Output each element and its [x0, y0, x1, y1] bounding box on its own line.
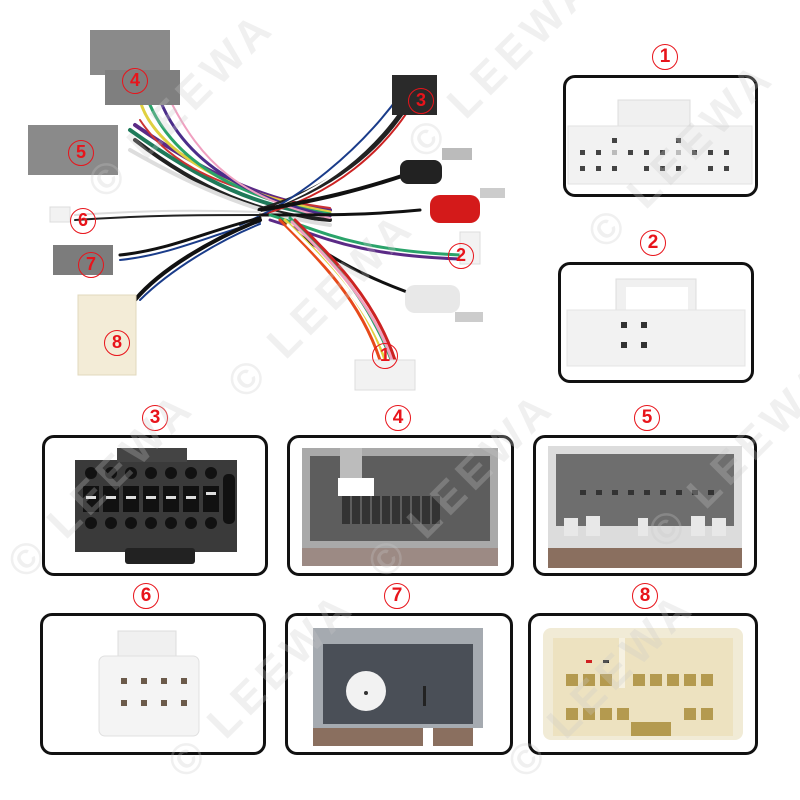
gray-24pin-connector-image — [548, 446, 742, 568]
panel-number-7: 7 — [384, 583, 410, 609]
harness-label-6: 6 — [70, 208, 96, 234]
connector-panel-3 — [42, 435, 268, 576]
connector-panel-4 — [287, 435, 514, 576]
connector-panel-1 — [563, 75, 758, 197]
harness-label-5: 5 — [68, 140, 94, 166]
panel-number-8: 8 — [632, 583, 658, 609]
connector-panel-7 — [285, 613, 513, 755]
connector-panel-2 — [558, 262, 754, 383]
panel-number-3: 3 — [142, 405, 168, 431]
harness-label-8: 8 — [104, 330, 130, 356]
panel-number-5: 5 — [634, 405, 660, 431]
cream-16pin-connector-image — [543, 628, 743, 740]
harness-label-4: 4 — [122, 68, 148, 94]
connector-panel-5 — [533, 435, 757, 576]
white-16pin-connector-image — [566, 278, 746, 367]
gray-20pin-connector-image — [302, 448, 498, 566]
panel-number-2: 2 — [640, 230, 666, 256]
white-8pin-connector-image — [98, 630, 200, 737]
harness-label-1: 1 — [372, 343, 398, 369]
panel-number-1: 1 — [652, 44, 678, 70]
harness-label-7: 7 — [78, 252, 104, 278]
white-20pin-connector-image — [567, 99, 753, 185]
wiring-harness-photo — [28, 30, 505, 391]
harness-label-2: 2 — [448, 243, 474, 269]
gray-antenna-connector-image — [313, 628, 483, 746]
connector-panel-8 — [528, 613, 758, 755]
panel-number-4: 4 — [385, 405, 411, 431]
harness-label-3: 3 — [408, 88, 434, 114]
panel-number-6: 6 — [133, 583, 159, 609]
black-16pin-connector-image — [75, 448, 237, 564]
connector-panel-6 — [40, 613, 266, 755]
